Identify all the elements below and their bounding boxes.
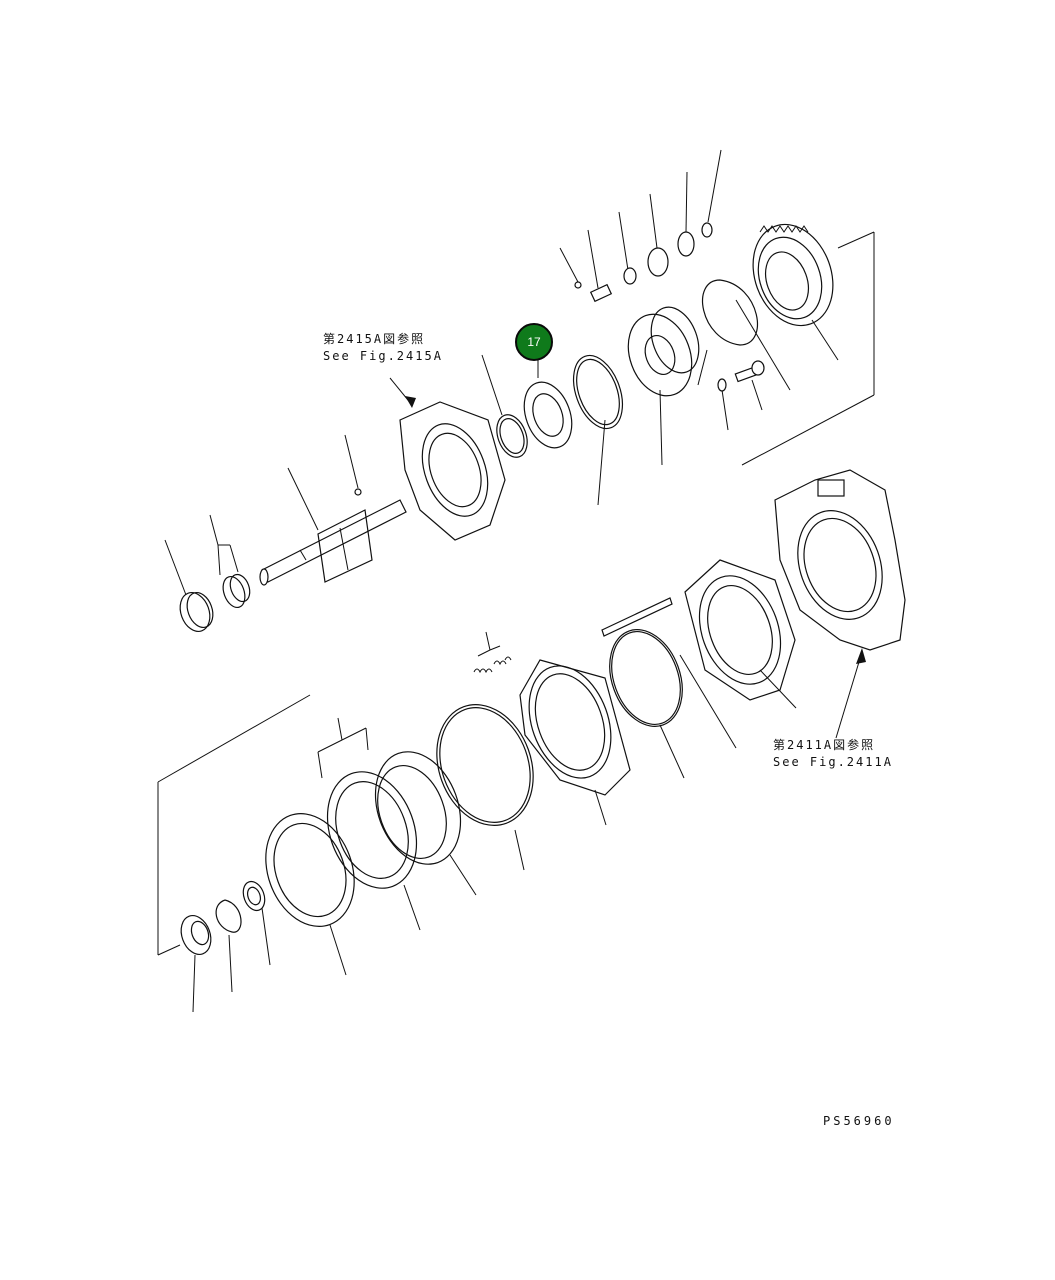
springs bbox=[473, 656, 512, 674]
drawing-code: PS56960 bbox=[823, 1114, 895, 1128]
bolt bbox=[717, 360, 765, 392]
piston-plate bbox=[519, 659, 631, 796]
leader-lines-upper bbox=[164, 149, 875, 596]
pin-rod bbox=[601, 597, 673, 637]
reference-2415a-en: See Fig.2415A bbox=[323, 349, 443, 363]
clutch-discs bbox=[265, 704, 534, 927]
reference-2411a-en: See Fig.2411A bbox=[773, 755, 893, 769]
pin-parts bbox=[354, 222, 713, 496]
reference-2411a-jp: 第2411A図参照 bbox=[773, 738, 876, 752]
main-shaft bbox=[259, 499, 407, 586]
reference-2415a-jp: 第2415A図参照 bbox=[323, 332, 426, 346]
cylinder bbox=[684, 559, 796, 701]
seal-rings bbox=[496, 354, 624, 458]
shaft-bearings bbox=[179, 573, 251, 632]
housing-2411a bbox=[774, 469, 906, 651]
ring-gear bbox=[752, 223, 834, 327]
o-ring bbox=[609, 628, 683, 728]
part-number-callout[interactable]: 17 bbox=[515, 323, 553, 361]
housing-2415a bbox=[399, 401, 506, 541]
leader-lines-lower bbox=[157, 631, 866, 1013]
planet-carrier bbox=[627, 306, 700, 397]
snap-ring bbox=[702, 279, 758, 346]
lower-small-parts bbox=[180, 880, 266, 955]
